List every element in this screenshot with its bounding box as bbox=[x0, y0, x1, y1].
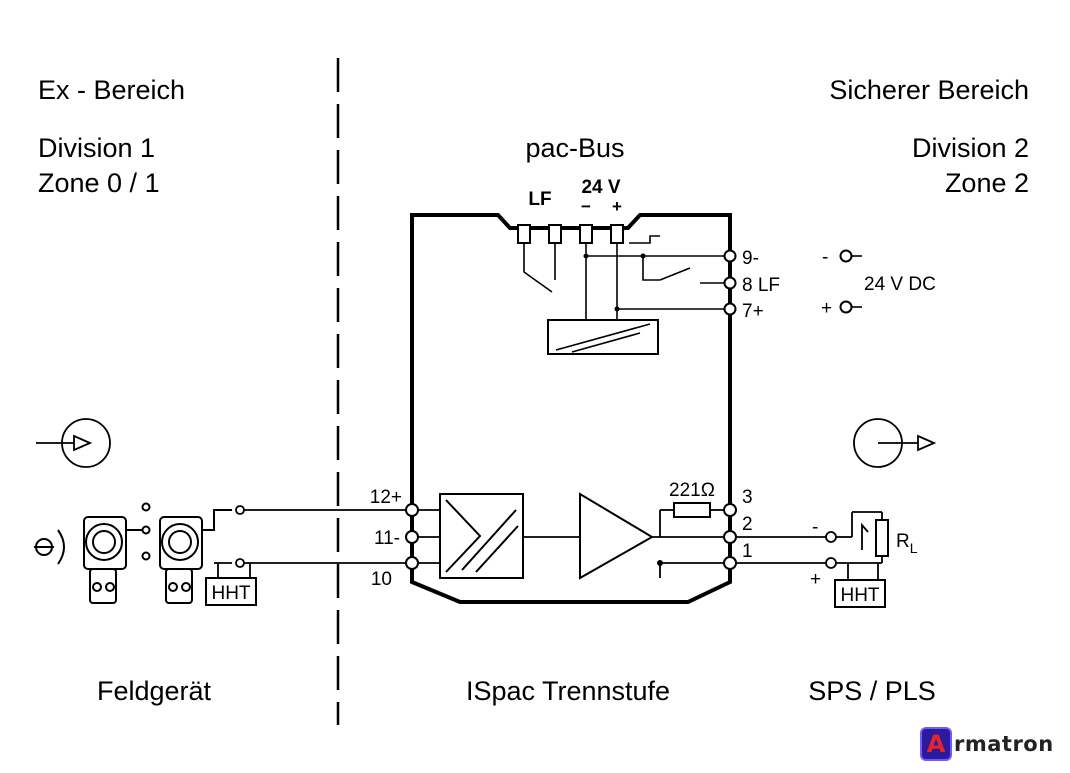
terminal-9-label: 9- bbox=[742, 248, 759, 269]
division-1-label: Division 1 bbox=[38, 133, 155, 163]
terminal-8-label: 8 LF bbox=[742, 275, 780, 296]
hht-field-label: HHT bbox=[211, 583, 250, 604]
internal-input-wiring bbox=[418, 509, 440, 564]
bus-minus-label: − bbox=[581, 197, 591, 216]
division-2-label: Division 2 bbox=[912, 133, 1029, 163]
armatron-logo: A rmatron bbox=[920, 726, 1054, 762]
output-wiring bbox=[652, 509, 724, 578]
power-terminals bbox=[723, 249, 737, 316]
logo-text: rmatron bbox=[954, 732, 1054, 756]
hht-field-box bbox=[205, 577, 257, 606]
resistor-value-label: 221Ω bbox=[669, 480, 715, 501]
resistor-221 bbox=[673, 502, 711, 518]
plc-label: SPS / PLS bbox=[808, 676, 936, 706]
supply-plus-label: + bbox=[821, 298, 832, 319]
lf-relay-contact bbox=[642, 256, 727, 284]
bus-lf-contact bbox=[523, 243, 556, 293]
field-device-icon bbox=[34, 502, 232, 604]
amplifier-triangle bbox=[579, 492, 654, 580]
zone-0-1-label: Zone 0 / 1 bbox=[38, 168, 160, 198]
logo-badge: A bbox=[920, 727, 952, 761]
bus-voltage-label: 24 V bbox=[581, 177, 620, 198]
terminal-1-label: 1 bbox=[742, 541, 753, 562]
bus-lf-label: LF bbox=[528, 189, 551, 210]
output-terminals bbox=[723, 503, 737, 570]
terminal-10-label: 10 bbox=[371, 569, 392, 590]
power-wiring bbox=[585, 235, 727, 320]
power-converter bbox=[547, 319, 659, 355]
supply-minus-label: - bbox=[822, 247, 828, 268]
terminal-2-label: 2 bbox=[742, 514, 753, 535]
pac-bus-label: pac-Bus bbox=[525, 133, 624, 163]
field-device-label: Feldgerät bbox=[97, 676, 212, 706]
supply-voltage-label: 24 V DC bbox=[864, 274, 936, 295]
isolation-block bbox=[439, 493, 524, 579]
load-resistor bbox=[875, 519, 889, 557]
hht-plc-box bbox=[834, 579, 886, 608]
terminal-12-label: 12+ bbox=[370, 487, 402, 508]
terminal-11-label: 11- bbox=[374, 528, 400, 549]
input-terminals bbox=[405, 503, 419, 570]
input-signal-arrow-icon bbox=[36, 418, 111, 468]
terminal-7-label: 7+ bbox=[742, 301, 764, 322]
load-minus-label: - bbox=[812, 517, 818, 538]
load-plus-label: + bbox=[810, 569, 821, 590]
ex-area-label: Ex - Bereich bbox=[38, 75, 185, 105]
plc-loop-wires bbox=[736, 511, 883, 580]
safe-area-label: Sicherer Bereich bbox=[829, 75, 1029, 105]
output-signal-arrow-icon bbox=[853, 418, 937, 468]
field-loop-wires bbox=[214, 509, 406, 578]
hht-plc-label: HHT bbox=[840, 585, 879, 606]
supply-connection bbox=[839, 249, 862, 314]
load-resistor-label: RL bbox=[896, 531, 918, 556]
zone-2-label: Zone 2 bbox=[945, 168, 1029, 198]
bus-plus-label: + bbox=[612, 197, 622, 216]
isolator-label: ISpac Trennstufe bbox=[466, 676, 670, 706]
isolator-housing bbox=[410, 213, 732, 604]
terminal-3-label: 3 bbox=[742, 487, 753, 508]
